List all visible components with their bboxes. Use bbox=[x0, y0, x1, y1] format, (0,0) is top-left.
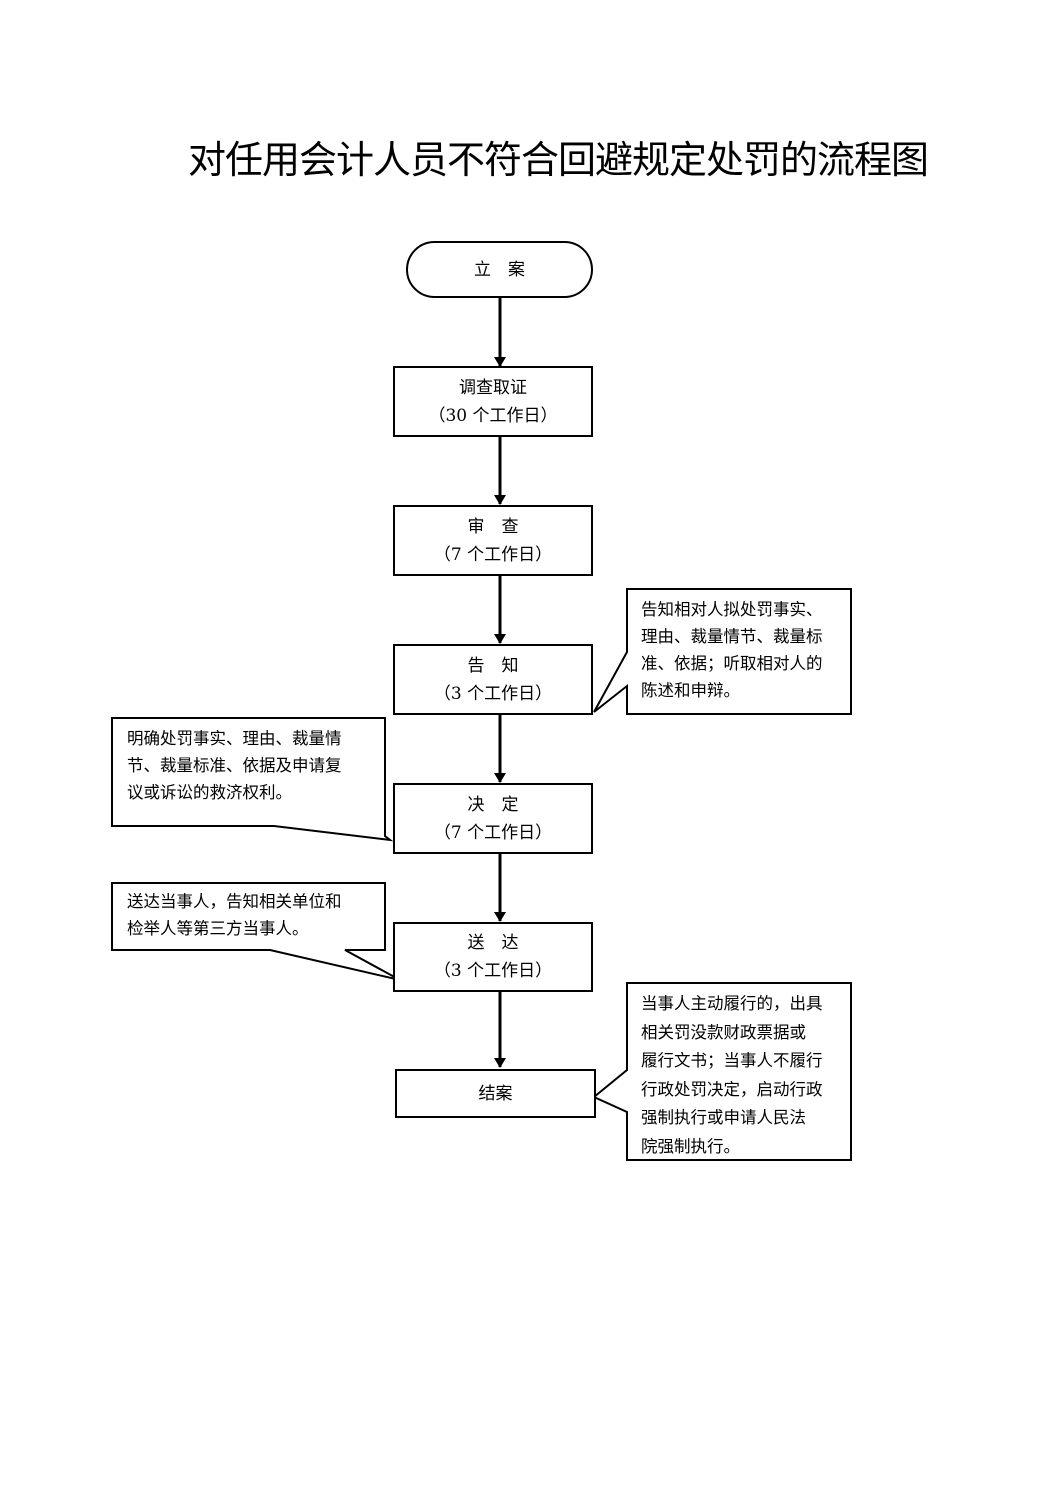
close-note-line: 行政处罚决定，启动行政 bbox=[641, 1079, 823, 1099]
investigate-duration: （30 个工作日） bbox=[428, 405, 558, 426]
close-note: 当事人主动履行的，出具 相关罚没款财政票据或 履行文书；当事人不履行 行政处罚决… bbox=[628, 984, 850, 1159]
investigate-label: 调查取证 bbox=[459, 377, 527, 398]
decide-label: 决 定 bbox=[467, 794, 519, 815]
decide-note-line: 议或诉讼的救济权利。 bbox=[127, 783, 292, 802]
close-note-line: 院强制执行。 bbox=[641, 1136, 740, 1156]
close-note-line: 履行文书；当事人不履行 bbox=[641, 1051, 823, 1070]
review-duration: （7 个工作日） bbox=[433, 544, 553, 565]
notify-note-line: 告知相对人拟处罚事实、 bbox=[641, 600, 823, 619]
close-node: 结案 bbox=[395, 1069, 596, 1118]
deliver-node: 送 达 （3 个工作日） bbox=[393, 922, 593, 992]
notify-node: 告 知 （3 个工作日） bbox=[393, 644, 593, 715]
deliver-duration: （3 个工作日） bbox=[433, 961, 553, 981]
notify-note-line: 准、依据；听取相对人的 bbox=[641, 654, 823, 673]
decide-note-line: 节、裁量标准、依据及申请复 bbox=[127, 756, 342, 775]
close-note-line: 强制执行或申请人民法 bbox=[641, 1108, 806, 1127]
decide-note-line: 明确处罚事实、理由、裁量情 bbox=[127, 729, 342, 748]
deliver-note: 送达当事人，告知相关单位和 检举人等第三方当事人。 bbox=[113, 884, 384, 949]
notify-label: 告 知 bbox=[467, 655, 519, 676]
notify-duration: （3 个工作日） bbox=[433, 683, 553, 704]
decide-node: 决 定 （7 个工作日） bbox=[393, 783, 593, 854]
review-node: 审 查 （7 个工作日） bbox=[393, 505, 593, 576]
close-note-line: 当事人主动履行的，出具 bbox=[641, 994, 823, 1013]
decide-note: 明确处罚事实、理由、裁量情 节、裁量标准、依据及申请复 议或诉讼的救济权利。 bbox=[113, 719, 384, 825]
start-node: 立 案 bbox=[406, 241, 593, 298]
notify-note-line: 理由、裁量情节、裁量标 bbox=[641, 627, 823, 646]
page-title: 对任用会计人员不符合回避规定处罚的流程图 bbox=[188, 138, 929, 182]
notify-note-line: 陈述和申辩。 bbox=[641, 681, 740, 700]
close-note-line: 相关罚没款财政票据或 bbox=[641, 1022, 806, 1042]
close-label: 结案 bbox=[478, 1083, 513, 1104]
deliver-note-line: 送达当事人，告知相关单位和 bbox=[127, 892, 342, 911]
deliver-label: 送 达 bbox=[467, 933, 519, 953]
investigate-node: 调查取证 （30 个工作日） bbox=[393, 366, 593, 437]
start-label: 立 案 bbox=[474, 259, 525, 280]
notify-note: 告知相对人拟处罚事实、 理由、裁量情节、裁量标 准、依据；听取相对人的 陈述和申… bbox=[628, 590, 850, 713]
review-label: 审 查 bbox=[467, 516, 519, 537]
decide-duration: （7 个工作日） bbox=[433, 822, 553, 843]
deliver-note-line: 检举人等第三方当事人。 bbox=[127, 919, 309, 938]
